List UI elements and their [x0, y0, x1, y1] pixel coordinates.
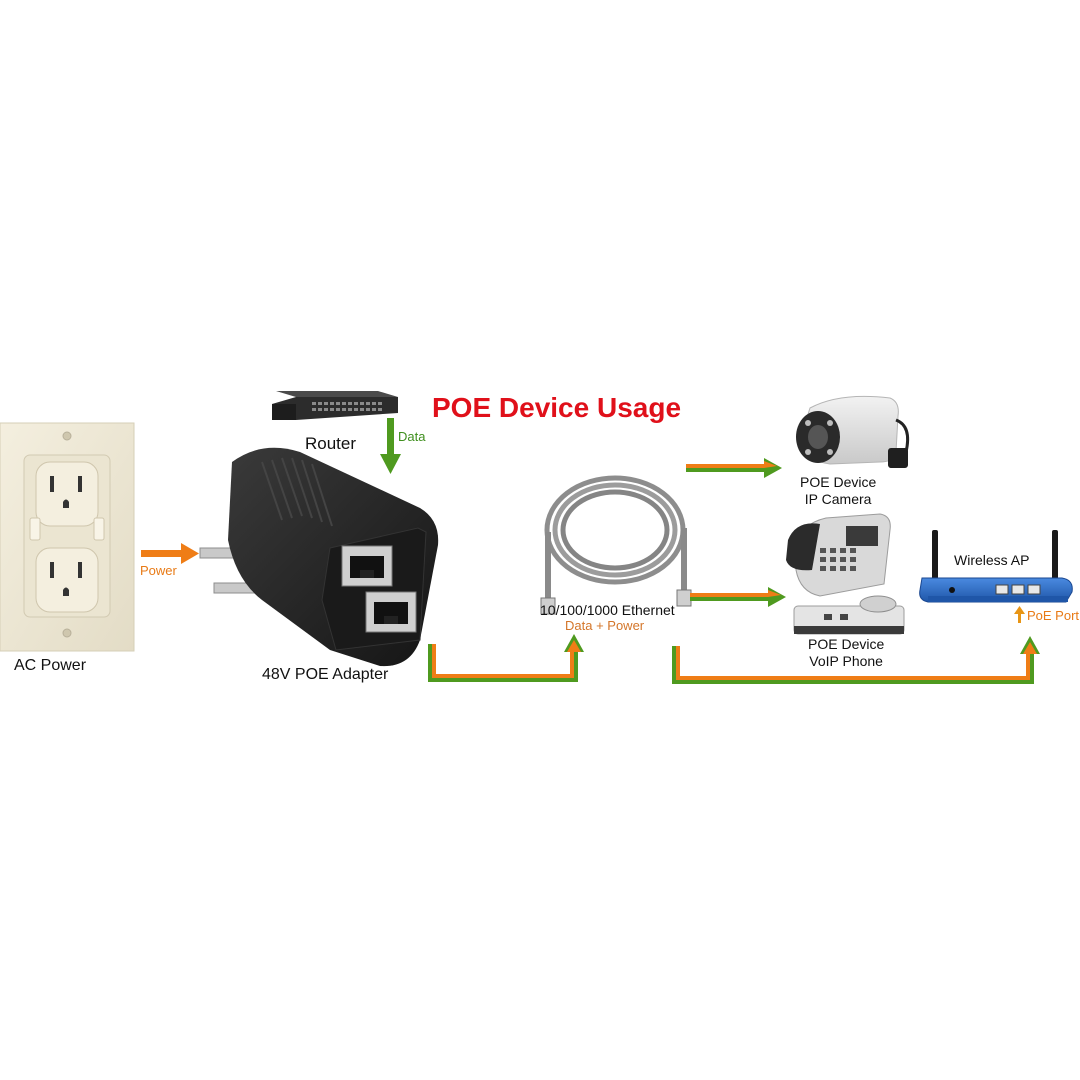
- ip-camera-icon: [796, 395, 910, 468]
- ethernet-cable-icon: [540, 475, 692, 615]
- wireless-ap-label: Wireless AP: [954, 552, 1030, 568]
- poe-port-marker: [1014, 606, 1025, 623]
- data-power-label: Data + Power: [565, 618, 645, 633]
- poe-adapter-icon: [199, 447, 439, 667]
- phone-arrow: [690, 587, 786, 607]
- poe-port-label: PoE Port: [1027, 608, 1080, 623]
- phone-label: POE Device VoIP Phone: [808, 636, 884, 670]
- router-label: Router: [305, 434, 357, 453]
- ethernet-label: 10/100/1000 Ethernet: [540, 602, 675, 618]
- wall-outlet-icon: [0, 422, 135, 652]
- diagram-title: POE Device Usage: [432, 392, 682, 423]
- voip-phone-icon: [786, 513, 905, 635]
- data-arrow-label: Data: [398, 429, 426, 444]
- phone-label-line1: POE Device: [808, 636, 885, 652]
- camera-label-line2: IP Camera: [804, 491, 872, 507]
- ethernet-to-ap-line: [672, 636, 1040, 684]
- ac-power-label: AC Power: [14, 657, 87, 674]
- phone-label-line2: VoIP Phone: [809, 653, 883, 669]
- router-icon: [272, 391, 398, 420]
- camera-label: POE Device IP Camera: [800, 474, 876, 508]
- camera-label-line1: POE Device: [800, 474, 877, 490]
- wireless-ap-icon: [919, 530, 1073, 603]
- data-arrow: [380, 418, 401, 474]
- power-arrow: [141, 543, 199, 564]
- adapter-label: 48V POE Adapter: [262, 666, 389, 683]
- power-arrow-label: Power: [140, 563, 177, 578]
- camera-arrow: [686, 458, 782, 478]
- adapter-to-ethernet-line: [428, 634, 584, 682]
